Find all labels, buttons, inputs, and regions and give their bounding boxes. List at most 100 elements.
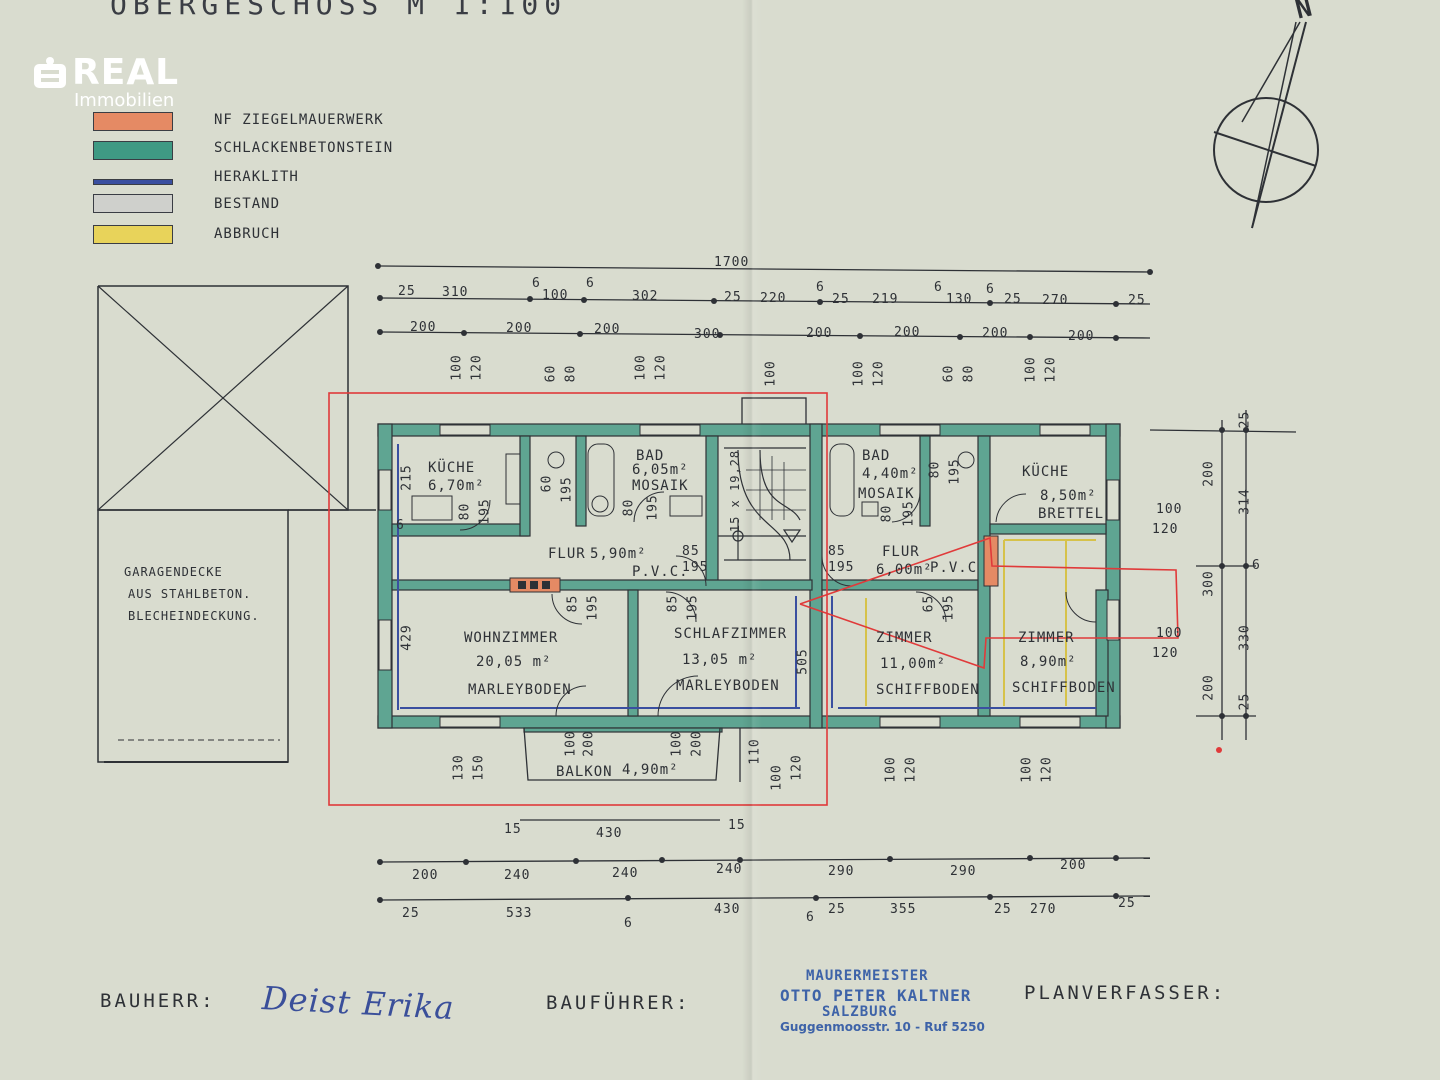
room-bad-1-name: BAD — [636, 448, 665, 464]
room-kueche-1-name: KÜCHE — [428, 460, 476, 476]
dim-bot-v-7: 100 — [769, 764, 785, 791]
dim-right-c2-3: 330 — [1237, 624, 1253, 651]
dim-bot-2-0: 25 — [402, 906, 420, 921]
dim-int-4: 80 — [457, 502, 473, 521]
dim-right-c2-2: 6 — [1252, 558, 1261, 573]
garage-outline — [97, 285, 376, 763]
logo-sub: Immobilien — [74, 90, 175, 111]
stamp-line-3: SALZBURG — [822, 1004, 898, 1020]
legend-label-ziegel: NF ZIEGELMAUERWERK — [214, 112, 384, 128]
dim-top-1-13: 6 — [986, 282, 995, 297]
dim-int-7: 195 — [559, 476, 575, 503]
dim-bot-2-extra: 6 — [624, 916, 633, 931]
dim-top-1-16: 25 — [1128, 293, 1146, 308]
dim-int-14: 85 — [665, 594, 681, 613]
dim-top-1-5: 302 — [632, 289, 659, 304]
stamp-line-1: MAURERMEISTER — [806, 968, 929, 984]
dim-top-1-14: 25 — [1004, 292, 1022, 307]
legend-swatch-ziegel — [93, 112, 173, 131]
dim-right-side-2: 100 — [1156, 626, 1183, 641]
dim-right-side-1: 120 — [1152, 522, 1179, 537]
dim-right-side-3: 120 — [1152, 646, 1179, 661]
dim-right-side-0: 100 — [1156, 502, 1183, 517]
legend-swatch-bestand — [93, 194, 173, 213]
room-flur-2-area: 6,00m² — [876, 562, 933, 578]
room-flur-2-name: FLUR — [882, 544, 920, 560]
room-bad-2-name: BAD — [862, 448, 891, 464]
dim-int-16: 80 — [621, 498, 637, 517]
dim-int-10: 85 — [828, 544, 846, 559]
sparkasse-s-icon — [34, 57, 66, 88]
dim-right-c1-2: 200 — [1201, 674, 1217, 701]
dim-bot-v-2: 100 — [563, 730, 579, 757]
dim-top-v-11: 100 — [1023, 356, 1039, 383]
dim-top-1-9: 25 — [832, 292, 850, 307]
plan-title: OBERGESCHOSS M 1:100 — [110, 0, 568, 21]
dim-bot-2-8: 25 — [1118, 896, 1136, 911]
dim-int-22: 80 — [927, 460, 943, 479]
dim-bot-1-1: 240 — [504, 868, 531, 883]
dim-bot-1-2: 240 — [612, 866, 639, 881]
compass-icon — [1213, 21, 1319, 229]
room-schlafzimmer-floor: MARLEYBODEN — [676, 678, 780, 694]
legend-swatch-schlacken — [93, 141, 173, 160]
room-kueche-2-area: 8,50m² — [1040, 488, 1097, 504]
dim-bot-2-3: 6 — [806, 910, 815, 925]
dim-top-1-15: 270 — [1042, 293, 1069, 308]
dim-top-v-7: 100 — [851, 360, 867, 387]
dim-bot-2-4: 25 — [828, 902, 846, 917]
room-zimmer-1-name: ZIMMER — [876, 630, 933, 646]
garage-label-3: BLECHEINDECKUNG. — [128, 609, 260, 623]
dim-int-6: 60 — [539, 474, 555, 493]
dim-bot-2-1: 533 — [506, 906, 533, 921]
baufuehrer-label: BAUFÜHRER: — [546, 992, 691, 1014]
dim-top-1-4: 6 — [586, 276, 595, 291]
room-bad-2-floor: MOSAIK — [858, 486, 915, 502]
dim-bot-2-5: 355 — [890, 902, 917, 917]
dim-bot-v-3: 200 — [581, 730, 597, 757]
room-flur-1-name: FLUR — [548, 546, 586, 562]
dim-bot-v-10: 120 — [903, 756, 919, 783]
stamp-line-2: OTTO PETER KALTNER — [780, 986, 972, 1005]
dim-int-5: 195 — [477, 498, 493, 525]
room-zimmer-2-area: 8,90m² — [1020, 654, 1077, 670]
dim-bot-v-5: 200 — [689, 730, 705, 757]
dim-top-2-6: 200 — [982, 326, 1009, 341]
room-kueche-2-floor: BRETTEL — [1038, 506, 1105, 522]
dim-top-1-0: 25 — [398, 284, 416, 299]
dim-top-1-8: 6 — [816, 280, 825, 295]
dim-bot-2-6: 25 — [994, 902, 1012, 917]
dim-top-v-4: 100 — [633, 354, 649, 381]
room-zimmer-2-name: ZIMMER — [1018, 630, 1075, 646]
dim-top-1-10: 219 — [872, 292, 899, 307]
dim-right-c2-1: 314 — [1237, 488, 1253, 515]
dim-top-v-5: 120 — [653, 354, 669, 381]
dim-right-c1-0: 200 — [1201, 460, 1217, 487]
stair-label: 15 x 19,28 — [728, 449, 743, 533]
dim-bot-v-4: 100 — [669, 730, 685, 757]
dim-int-21: 195 — [941, 594, 957, 621]
dim-bot-v-9: 100 — [883, 756, 899, 783]
room-bad-2-area: 4,40m² — [862, 466, 919, 482]
dim-top-2-1: 200 — [506, 321, 533, 336]
room-bad-1-floor: MOSAIK — [632, 478, 689, 494]
bauherr-label: BAUHERR: — [100, 990, 216, 1012]
room-zimmer-1-floor: SCHIFFBODEN — [876, 682, 980, 698]
dim-right-c2-4: 25 — [1237, 692, 1253, 711]
logo-brand: REAL — [72, 52, 180, 93]
dim-bot-1-0: 200 — [412, 868, 439, 883]
dim-top-2-4: 200 — [806, 326, 833, 341]
dim-balcony-0: 15 — [504, 822, 522, 837]
dim-int-19: 195 — [901, 500, 917, 527]
room-flur-1-floor: P.V.C. — [632, 564, 689, 580]
room-schlafzimmer-name: SCHLAFZIMMER — [674, 626, 788, 642]
dim-overall: 1700 — [714, 255, 750, 270]
legend-label-schlacken: SCHLACKENBETONSTEIN — [214, 140, 394, 156]
room-balkon-name: BALKON — [556, 764, 613, 780]
dim-bot-v-12: 120 — [1039, 756, 1055, 783]
dim-bot-v-0: 130 — [451, 754, 467, 781]
legend-swatch-abbruch — [93, 225, 173, 244]
dim-top-1-3: 100 — [542, 288, 569, 303]
dim-top-2-5: 200 — [894, 325, 921, 340]
dim-int-3: 505 — [795, 648, 811, 675]
